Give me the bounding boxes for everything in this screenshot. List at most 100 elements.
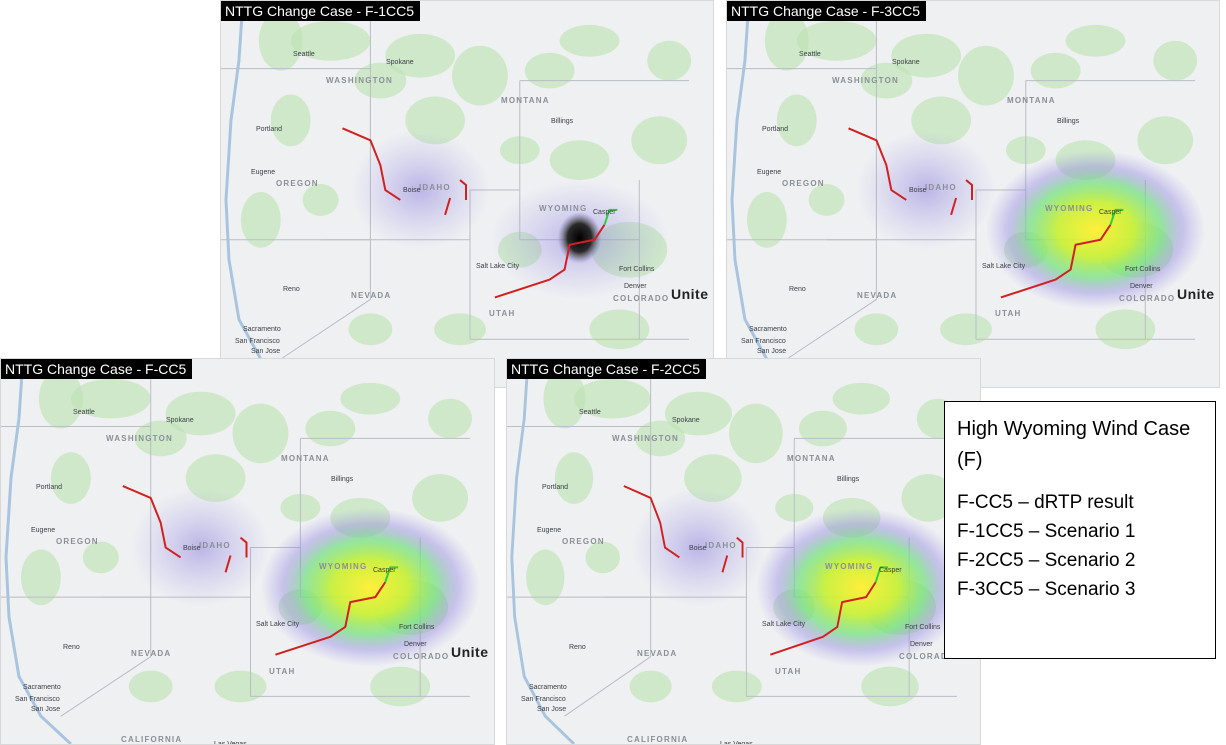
map-label-nevada: NEVADA [351, 291, 392, 300]
map-label-denver: Denver [1130, 283, 1153, 290]
forest-area [796, 20, 877, 61]
case-description-box: High Wyoming Wind Case (F) F-CC5 – dRTP … [944, 401, 1216, 659]
forest-area [370, 666, 431, 707]
map-label-casper: Casper [373, 567, 396, 574]
map-label-eugene: Eugene [31, 527, 56, 534]
map-label-spokane: Spokane [166, 417, 194, 424]
map-label-wyoming: WYOMING [539, 204, 588, 213]
transmission-route [770, 581, 877, 656]
scenario-item: F-2CC5 – Scenario 2 [957, 550, 1136, 571]
map-label-salt-lake: Salt Lake City [476, 263, 520, 270]
map-label-san-jose: San Jose [31, 706, 61, 713]
heat-blob [856, 130, 996, 250]
map-label-fort-collins: Fort Collins [905, 624, 941, 631]
heat-blob [350, 130, 490, 250]
forest-area [240, 192, 281, 248]
forest-area [1065, 24, 1126, 57]
map-label-idaho: IDAHO [705, 541, 737, 550]
map-label-nevada: NEVADA [637, 649, 678, 658]
forest-area [258, 10, 303, 71]
forest-area [434, 313, 486, 346]
forest-area [629, 670, 672, 703]
map-label-reno: Reno [63, 644, 80, 651]
transmission-route [1000, 224, 1112, 299]
map-label-california: CALIFORNIA [121, 735, 183, 744]
forest-area [711, 670, 762, 703]
forest-area [428, 398, 473, 439]
map-label-wyoming: WYOMING [825, 562, 874, 571]
forest-area [165, 391, 236, 436]
transmission-route [603, 208, 618, 226]
map-label-montana: MONTANA [1007, 96, 1056, 105]
panel-title: NTTG Change Case - F-1CC5 [221, 1, 421, 21]
coastline [510, 359, 576, 744]
forest-area [524, 52, 575, 89]
map-label-casper: Casper [879, 567, 902, 574]
forest-area [549, 140, 610, 181]
forest-area [1030, 52, 1081, 89]
map-label-san-jose: San Jose [251, 348, 281, 355]
forest-area [452, 45, 508, 106]
transmission-route [623, 485, 680, 559]
transmission-route [1109, 208, 1124, 226]
map-label-colorado: COLORADO [899, 652, 956, 661]
transmission-route [384, 566, 399, 583]
forest-area [214, 670, 267, 703]
map-label-oregon: OREGON [782, 179, 825, 188]
map-label-fort-collins: Fort Collins [1125, 266, 1161, 273]
forest-area [412, 474, 469, 522]
map-label-seattle: Seattle [73, 409, 95, 416]
case-title: High Wyoming Wind Case (F) [957, 418, 1191, 471]
transmission-route [275, 581, 387, 656]
forest-area [631, 116, 688, 165]
forest-area [559, 24, 620, 57]
transmission-route [874, 566, 889, 583]
forest-area [776, 94, 817, 147]
transmission-route [494, 224, 606, 299]
transmission-route [342, 127, 401, 201]
state-border [280, 239, 371, 360]
transmission-route [736, 536, 744, 558]
map-label-utah: UTAH [269, 667, 296, 676]
forest-area [799, 410, 847, 447]
map-label-unite: Unite [451, 644, 489, 660]
forest-area [70, 378, 151, 419]
map-label-colorado: COLORADO [613, 294, 670, 303]
transmission-route [122, 485, 182, 559]
forest-area [958, 45, 1014, 106]
forest-area [746, 192, 787, 248]
map-label-washington: WASHINGTON [612, 434, 679, 443]
map-label-reno: Reno [569, 644, 586, 651]
state-border [786, 239, 877, 360]
map-label-eugene: Eugene [251, 169, 276, 176]
map-label-billings: Billings [837, 476, 860, 483]
map-label-portland: Portland [762, 126, 789, 133]
forest-area [585, 541, 620, 574]
map-label-montana: MONTANA [787, 454, 836, 463]
forest-area [647, 40, 692, 81]
map-label-wyoming: WYOMING [319, 562, 368, 571]
forest-area [1153, 40, 1198, 81]
map-label-nevada: NEVADA [131, 649, 172, 658]
forest-area [1137, 116, 1194, 165]
map-label-utah: UTAH [775, 667, 802, 676]
forest-area [38, 368, 83, 429]
map-label-san-francisco: San Francisco [521, 696, 566, 703]
scenario-item: F-CC5 – dRTP result [957, 492, 1134, 513]
map-label-casper: Casper [1099, 209, 1122, 216]
forest-area [348, 313, 393, 346]
forest-area [340, 382, 401, 415]
forest-area [861, 666, 919, 707]
map-label-billings: Billings [551, 118, 574, 125]
map-label-eugene: Eugene [757, 169, 782, 176]
map-canvas [1, 359, 494, 744]
map-label-spokane: Spokane [672, 417, 700, 424]
map-label-washington: WASHINGTON [326, 76, 393, 85]
map-label-billings: Billings [331, 476, 354, 483]
map-label-montana: MONTANA [501, 96, 550, 105]
map-label-washington: WASHINGTON [106, 434, 173, 443]
map-label-sacramento: Sacramento [23, 684, 61, 691]
forest-area [729, 403, 783, 464]
